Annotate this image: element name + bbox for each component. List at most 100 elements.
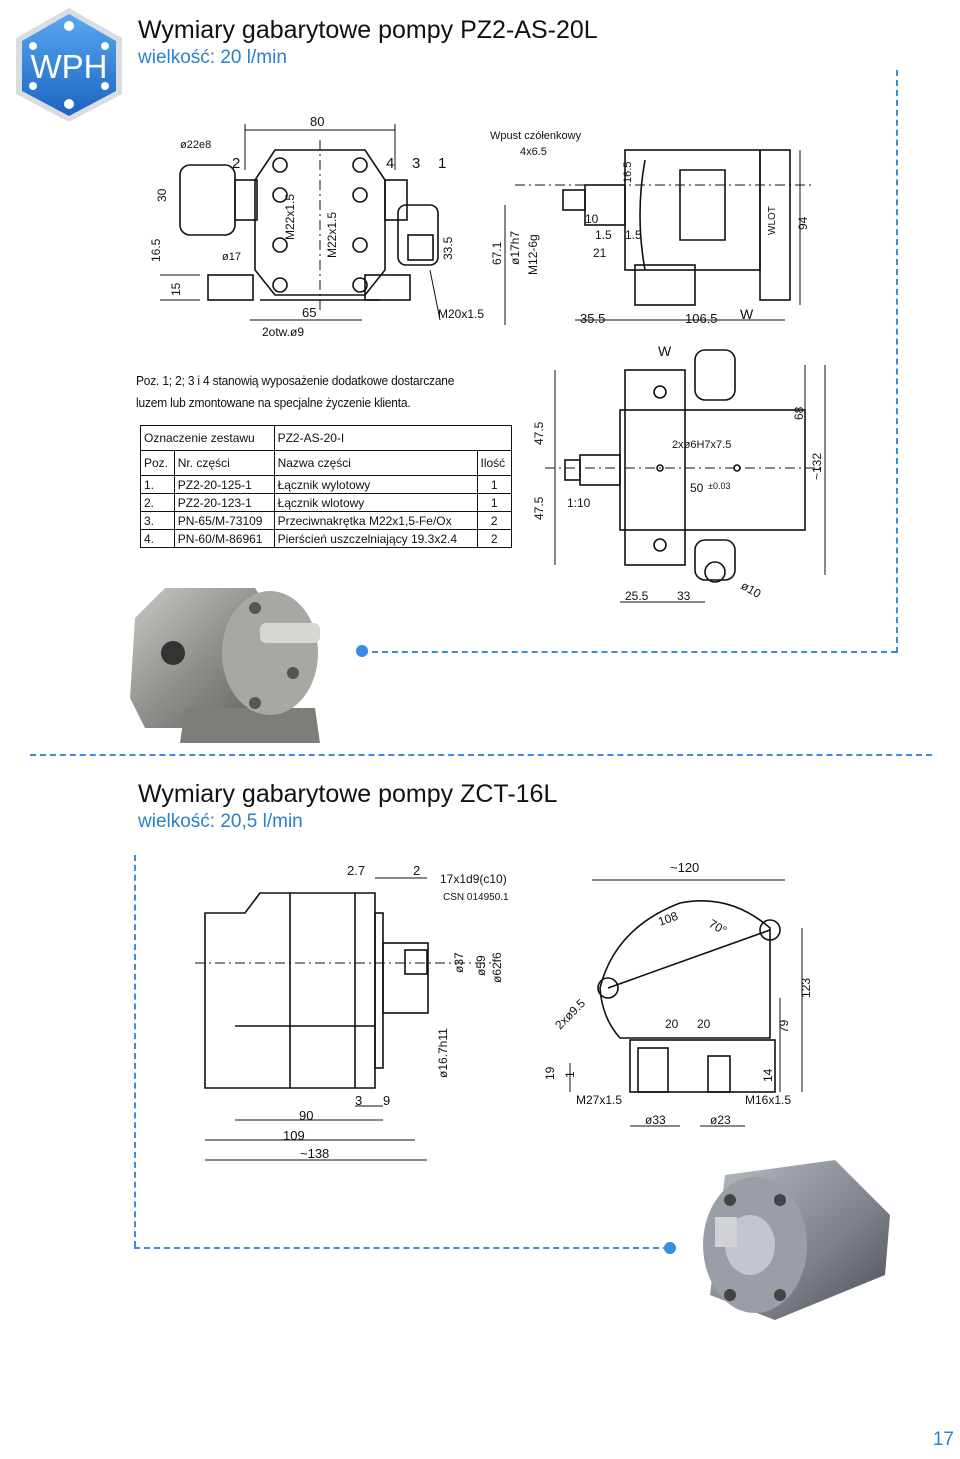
dim-94: 94 — [796, 216, 810, 230]
dim-d59: ø59 — [474, 955, 488, 976]
dim-2: 2 — [413, 863, 420, 878]
zct-front-view-drawing: ~120 108 70° 2xø9.5 20 20 123 79 19 1 14… — [543, 860, 813, 1127]
dim-1-5-b: 1.5 — [625, 228, 642, 242]
wph-logo: WPH — [10, 6, 128, 124]
section2-frame-left — [134, 855, 136, 1247]
col-nazwa: Nazwa części — [273, 450, 478, 476]
dim-106-5: 106.5 — [685, 311, 718, 326]
section1-frame-right — [896, 70, 898, 653]
dim-25-5: 25.5 — [625, 589, 649, 603]
table-header-row: Poz. Nr. części Nazwa części Ilość — [140, 450, 512, 476]
dim-d62f6: ø62f6 — [490, 952, 504, 983]
pz2-top-view-drawing: W 47.5 47.5 1:10 2xø6H7x7.5 50 ±0.03 68 … — [532, 343, 826, 603]
set-label: Oznaczenie zestawu — [140, 425, 275, 451]
dim-d17h7: ø17h7 — [508, 231, 522, 265]
table-set-row: Oznaczenie zestawu PZ2-AS-20-I — [140, 425, 513, 451]
dim-138: ~138 — [300, 1146, 329, 1161]
section2-frame-bottom — [134, 1247, 669, 1249]
logo-text: WPH — [31, 48, 108, 85]
cell: Łącznik wylotowy — [273, 475, 478, 494]
dim-67-1: 67.1 — [490, 241, 504, 265]
col-ilosc: Ilość — [476, 450, 512, 476]
dim-m22-right: M22x1.5 — [325, 212, 339, 258]
dim-123: 123 — [799, 978, 813, 998]
dim-m22-left: M22x1.5 — [283, 194, 297, 240]
dim-taper: 1:10 — [567, 496, 591, 510]
dim-3: 3 — [355, 1093, 362, 1108]
dim-2xd9-5: 2xø9.5 — [552, 996, 588, 1032]
dim-19: 19 — [543, 1066, 557, 1080]
dim-33-5: 33.5 — [441, 236, 455, 260]
dim-80: 80 — [310, 114, 324, 129]
section1-note: Poz. 1; 2; 3 i 4 stanowią wyposażenie do… — [136, 370, 454, 414]
dim-16-5-side: 16.5 — [622, 162, 634, 183]
section2-subtitle: wielkość: 20,5 l/min — [138, 811, 303, 832]
section2-frame-dot — [664, 1242, 676, 1254]
dim-16-5: 16.5 — [149, 238, 163, 262]
cell: PN-65/M-73109 — [173, 511, 275, 530]
cell: 2 — [476, 529, 512, 548]
dim-14: 14 — [761, 1068, 775, 1082]
cell: 1 — [476, 475, 512, 494]
pz2-front-view-drawing: 80 ø22e8 2 4 3 1 30 16.5 15 ø17 M22x1.5 … — [149, 114, 484, 339]
dim-65: 65 — [302, 305, 316, 320]
dim-70deg: 70° — [707, 916, 730, 937]
cell: 4. — [140, 529, 175, 548]
dim-109: 109 — [283, 1128, 305, 1143]
dim-d22e8: ø22e8 — [180, 139, 211, 151]
cell: 1. — [140, 475, 175, 494]
dim-68: 68 — [792, 406, 806, 420]
dim-50: 50 — [690, 481, 704, 495]
dim-47-5-b: 47.5 — [532, 496, 546, 520]
cell: 2 — [476, 511, 512, 530]
table-row: 1. PZ2-20-125-1 Łącznik wylotowy 1 — [140, 475, 512, 494]
dim-9: 9 — [383, 1093, 390, 1108]
cell: PN-60/M-86961 — [173, 529, 275, 548]
pos-3: 3 — [412, 155, 420, 172]
parts-table: Oznaczenie zestawu PZ2-AS-20-I Poz. Nr. … — [140, 425, 513, 548]
pos-1: 1 — [438, 155, 446, 172]
zct-side-view-drawing: 2.7 2 17x1d9(c10) CSN 014950.1 ø37 ø59 ø… — [195, 863, 509, 1161]
dim-132: ~132 — [810, 453, 824, 480]
dim-4x6-5: 4x6.5 — [520, 146, 547, 158]
table-row: 2. PZ2-20-123-1 Łącznik wlotowy 1 — [140, 493, 512, 512]
table-row: 3. PN-65/M-73109 Przeciwnakrętka M22x1,5… — [140, 511, 512, 530]
dim-m16: M16x1.5 — [745, 1093, 791, 1107]
dim-m20: M20x1.5 — [438, 307, 484, 321]
col-poz: Poz. — [140, 450, 175, 476]
dim-d37: ø37 — [452, 952, 466, 973]
dim-20-b: 20 — [697, 1017, 711, 1031]
dim-1: 1 — [563, 1071, 577, 1078]
dim-2otw: 2otw.ø9 — [262, 325, 304, 339]
dim-30: 30 — [155, 188, 169, 202]
dim-2-7: 2.7 — [347, 863, 365, 878]
section-separator — [30, 754, 932, 756]
dim-15: 15 — [169, 282, 183, 296]
dim-tol: ±0.03 — [708, 481, 730, 491]
section1-title: Wymiary gabarytowe pompy PZ2-AS-20L — [138, 16, 598, 44]
dim-20-a: 20 — [665, 1017, 679, 1031]
dim-2xd6: 2xø6H7x7.5 — [672, 439, 731, 451]
dim-90: 90 — [299, 1108, 313, 1123]
pz2-pump-photo — [130, 588, 320, 743]
dim-d10: ø10 — [739, 578, 764, 601]
dim-d23: ø23 — [710, 1113, 731, 1127]
page-number: 17 — [932, 1429, 954, 1450]
table-row: 4. PN-60/M-86961 Pierścień uszczelniając… — [140, 529, 512, 548]
dim-35-5: 35.5 — [580, 311, 605, 326]
pz2-side-view-drawing: Wpust czółenkowy 4x6.5 16.5 67.1 ø17h7 M… — [490, 130, 815, 326]
pos-4: 4 — [386, 155, 394, 172]
cell: PZ2-20-125-1 — [173, 475, 275, 494]
section1-frame-bottom — [362, 651, 897, 653]
cell: 3. — [140, 511, 175, 530]
cell: 2. — [140, 493, 175, 512]
label-w: W — [740, 306, 754, 322]
label-w-top: W — [658, 343, 672, 359]
note-line-2: luzem lub zmontowane na specjalne życzen… — [136, 395, 411, 410]
dim-108: 108 — [656, 909, 680, 929]
dim-79: 79 — [777, 1019, 791, 1033]
section2-title: Wymiary gabarytowe pompy ZCT-16L — [138, 780, 558, 808]
cell: Pierścień uszczelniający 19.3x2.4 — [273, 529, 478, 548]
cell: Przeciwnakrętka M22x1,5-Fe/Ox — [273, 511, 478, 530]
dim-d17: ø17 — [222, 251, 241, 263]
